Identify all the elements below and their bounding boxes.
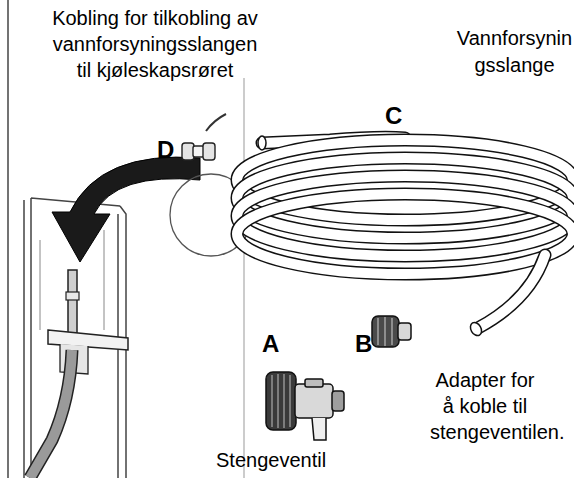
hose-coil (237, 136, 573, 338)
hose-outline (478, 255, 545, 328)
callout-text: Kobling for tilkobling av vannforsynings… (48, 5, 262, 83)
valve-nut (266, 372, 296, 430)
callout-letter: D (157, 136, 187, 164)
adapter-ridges (378, 317, 392, 346)
shutoff-valve (266, 372, 344, 440)
callout-letter: A (262, 330, 292, 358)
hose-end (468, 320, 484, 337)
connector-fitting (182, 143, 215, 160)
adapter-nut (372, 316, 399, 347)
fitting-collar (203, 143, 215, 160)
indicator-arrow (52, 157, 200, 262)
hose-body (237, 194, 573, 274)
valve-outlet (332, 391, 344, 411)
cabinet-edge (7, 0, 9, 478)
valve-cap (305, 379, 323, 387)
pipe-end (68, 270, 77, 340)
part-name: Vannforsynin gsslange (455, 25, 574, 79)
hose-body (478, 255, 545, 328)
hose-end (258, 136, 266, 150)
valve-ridges (272, 374, 290, 428)
fitting-collar (182, 143, 194, 160)
part-name: Adapter for å koble til stengeventilen. (430, 367, 540, 445)
detail-arc (206, 114, 226, 131)
valve-body (295, 384, 333, 418)
fridge-hose (30, 350, 72, 478)
callout-letter: B (355, 330, 385, 358)
pipe-ring (66, 292, 79, 300)
separator-line (244, 78, 245, 478)
fridge-hose-outline (30, 350, 72, 478)
hose-outline (237, 194, 573, 274)
fridge-pipe (30, 270, 128, 478)
callout-letter: C (385, 102, 415, 130)
part-name: Stengeventil (216, 447, 346, 473)
valve-stem (312, 418, 326, 440)
adapter-neck (398, 323, 411, 340)
adapter-fitting (372, 316, 411, 347)
